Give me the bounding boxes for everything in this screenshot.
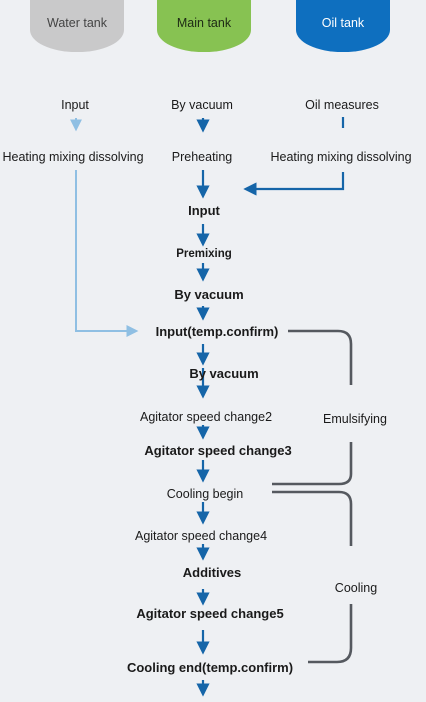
main-by-vacuum-label: By vacuum [171,98,233,112]
step-input: Input [188,203,220,218]
water-tank: Water tank [30,0,124,52]
water-input-label: Input [61,98,89,112]
water-heating-label: Heating mixing dissolving [2,150,144,164]
water-feed-line [75,170,139,337]
step-by-vacuum-1: By vacuum [174,287,244,302]
oil-feed-line [243,172,345,196]
step-agitator-speed-change3: Agitator speed change3 [144,443,292,458]
oil-tank: Oil tank [296,0,390,52]
step-input-temp-confirm: Input(temp.confirm) [155,324,279,339]
step-agitator-speed-change5: Agitator speed change5 [136,606,284,621]
oil-measures-label: Oil measures [305,98,379,112]
step-additives: Additives [182,565,242,580]
oil-tank-label: Oil tank [321,16,365,30]
oil-heating-label: Heating mixing dissolving [270,150,412,164]
phase-cooling-label: Cooling [334,581,378,595]
water-tank-label: Water tank [47,16,107,30]
cooling-bracket-top [272,490,353,546]
step-cooling-end-temp-confirm: Cooling end(temp.confirm) [126,660,294,675]
step-by-vacuum-2: By vacuum [189,366,259,381]
emulsifying-bracket-top [288,329,353,385]
step-agitator-speed-change2: Agitator speed change2 [139,410,273,424]
step-agitator-speed-change4: Agitator speed change4 [134,529,268,543]
cooling-bracket-bottom [308,604,353,664]
main-tank-label: Main tank [176,16,232,30]
step-premixing: Premixing [176,248,232,260]
phase-emulsifying-label: Emulsifying [323,412,387,426]
step-cooling-begin: Cooling begin [166,487,244,501]
main-tank: Main tank [157,0,251,52]
preheating-label: Preheating [171,150,233,164]
emulsifying-bracket-bottom [272,442,353,486]
